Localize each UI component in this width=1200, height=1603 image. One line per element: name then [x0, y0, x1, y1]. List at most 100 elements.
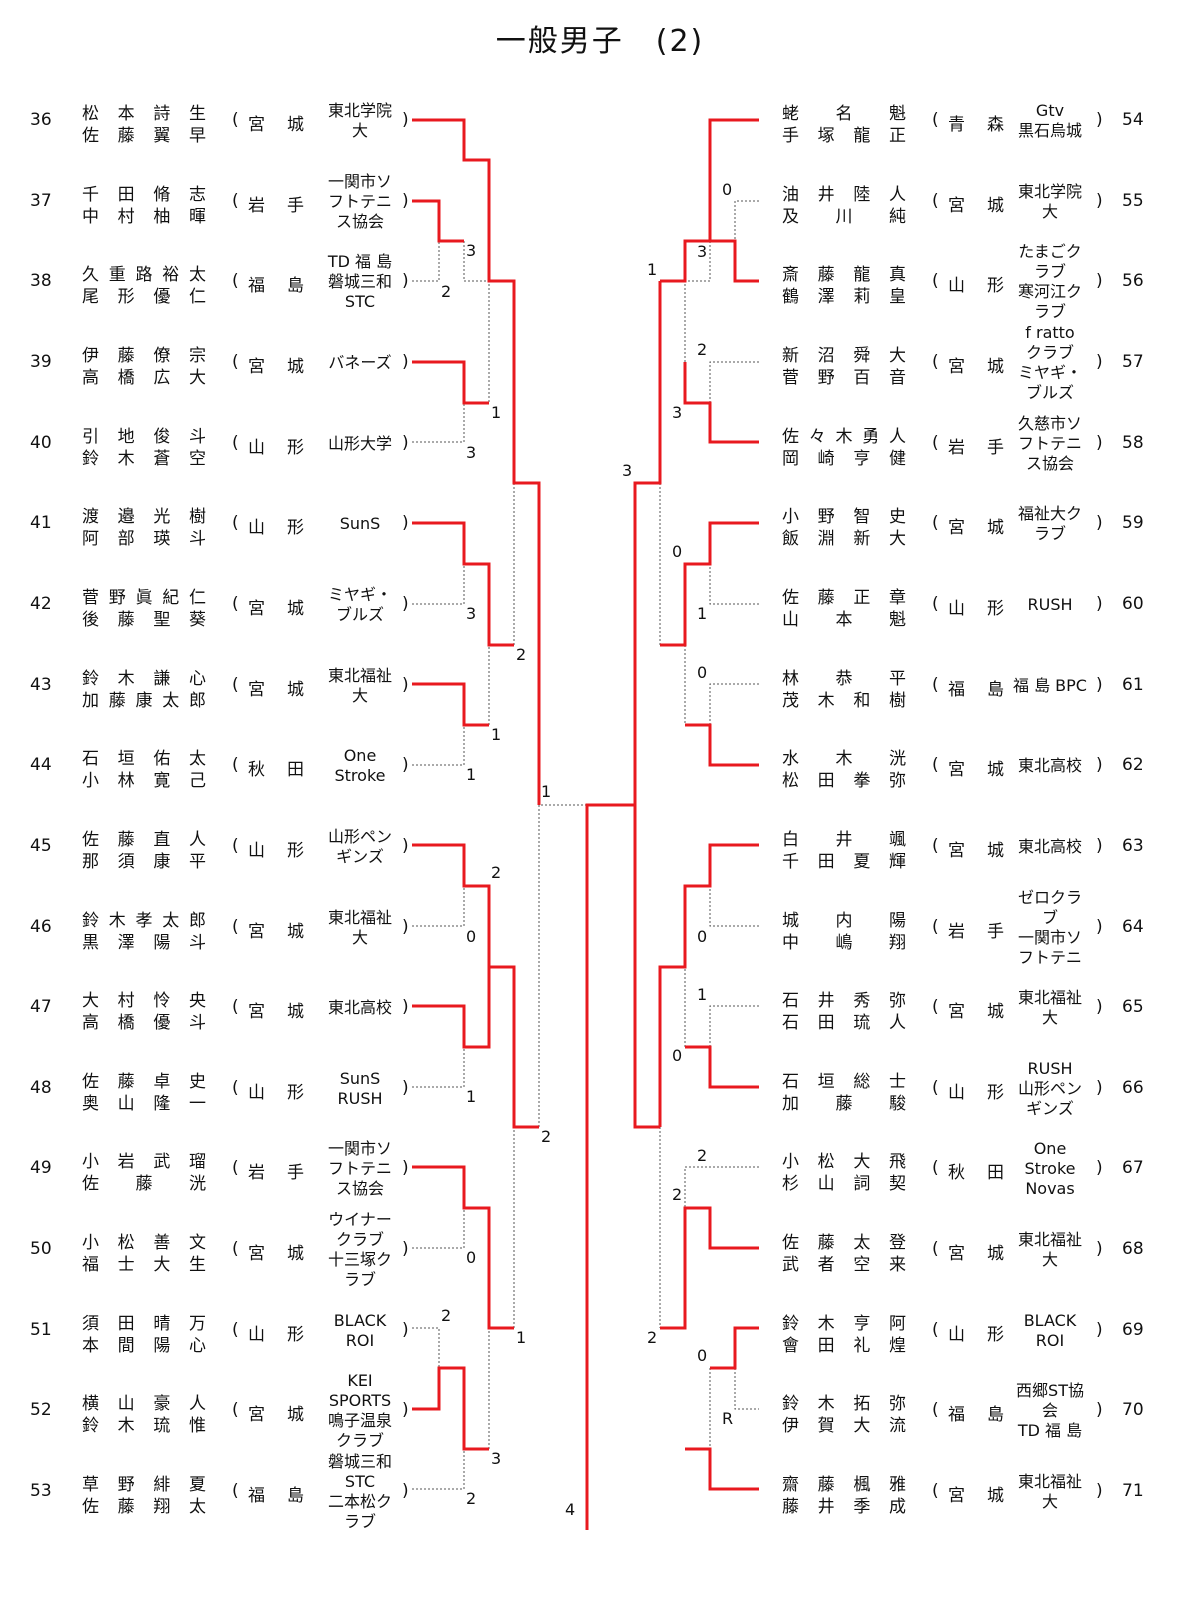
player-name: 小野智史: [782, 507, 906, 528]
prefecture: 岩手: [248, 195, 304, 216]
winner-line: [412, 118, 541, 805]
paren-open: (: [932, 997, 939, 1018]
winner-line: [683, 362, 759, 444]
prefecture: 宮城: [948, 1002, 1004, 1023]
paren-open: (: [232, 1319, 239, 1340]
club-line: 東北高校: [327, 998, 392, 1018]
club-line: One: [343, 746, 377, 766]
score-label: 1: [516, 1328, 526, 1347]
prefecture: 山形: [248, 1082, 304, 1103]
paren-close: ): [402, 351, 409, 372]
winner-line: [412, 967, 491, 1049]
paren-close: ): [1096, 513, 1103, 534]
prefecture: 山形: [948, 1082, 1004, 1103]
entry-number: 39: [30, 351, 52, 372]
player-name: 佐々木勇人: [782, 426, 906, 447]
club-name: ミヤギ・ブルズ: [322, 585, 398, 625]
prefecture: 山形: [248, 840, 304, 861]
player-name: 加藤康太郎: [82, 690, 206, 711]
player-name: 久重路裕太: [82, 265, 206, 286]
club-line: Novas: [1025, 1179, 1075, 1199]
player-name: 小林寛己: [82, 771, 206, 792]
score-label: 1: [697, 985, 707, 1004]
paren-close: ): [1096, 916, 1103, 937]
club-name: 東北福祉大: [322, 908, 398, 948]
paren-open: (: [232, 1400, 239, 1421]
loser-line: [659, 280, 686, 483]
club-line: ROI: [1035, 1330, 1065, 1350]
player-name: 佐藤直人: [82, 829, 206, 850]
player-name: 石田琉人: [782, 1013, 906, 1034]
winner-line: [660, 118, 759, 283]
prefecture: 宮城: [948, 840, 1004, 861]
score-label: 2: [516, 645, 526, 664]
player-name: 手塚龍正: [782, 126, 906, 146]
winner-line: [585, 803, 660, 1530]
paren-open: (: [232, 1239, 239, 1260]
prefecture: 宮城: [248, 1002, 304, 1023]
club-line: バネーズ: [328, 352, 392, 372]
score-label: 0: [697, 927, 707, 946]
prefecture: 宮城: [948, 195, 1004, 216]
club-line: 大: [1041, 201, 1058, 221]
paren-open: (: [932, 1400, 939, 1421]
score-label: 0: [672, 542, 682, 561]
score-label: 1: [647, 260, 657, 279]
player-name: 鈴木謙心: [82, 668, 206, 689]
score-label: 3: [622, 461, 632, 480]
club-line: 山形ペン: [1017, 1078, 1082, 1098]
player-name: 石井秀弥: [782, 991, 906, 1012]
entry-number: 63: [1122, 835, 1144, 856]
loser-line: [538, 804, 587, 1127]
score-label: 1: [491, 403, 501, 422]
paren-open: (: [232, 1077, 239, 1098]
player-name: 佐藤洸: [82, 1174, 206, 1195]
player-name: 杉山詞契: [782, 1174, 906, 1195]
prefecture: 福島: [248, 276, 304, 297]
score-label: 3: [697, 242, 707, 261]
loser-line: [412, 241, 440, 282]
club-line: 久慈市ソ: [1017, 413, 1082, 433]
paren-close: ): [1096, 593, 1103, 614]
paren-open: (: [932, 755, 939, 776]
club-line: 東北高校: [1017, 836, 1082, 856]
club-name: バネーズ: [322, 353, 398, 373]
club-line: ミヤギ・: [1017, 362, 1082, 382]
paren-close: ): [1096, 432, 1103, 453]
player-name: 福士大生: [82, 1255, 206, 1276]
club-line: 大: [351, 927, 368, 947]
score-label: 4: [565, 1500, 575, 1519]
club-line: ギンズ: [1026, 1098, 1074, 1118]
prefecture: 青森: [948, 115, 1004, 135]
player-name: 千田夏輝: [782, 851, 906, 872]
club-line: ゼロクラ: [1017, 887, 1082, 907]
club-line: 大: [1041, 1008, 1058, 1028]
paren-close: ): [402, 1158, 409, 1179]
entry-number: 69: [1122, 1319, 1144, 1340]
player-name: 松田拳弥: [782, 771, 906, 792]
paren-close: ): [1096, 835, 1103, 856]
prefecture: 福島: [948, 1405, 1004, 1426]
player-name: 菅野百音: [782, 367, 906, 388]
prefecture: 山形: [248, 518, 304, 539]
club-line: ラブ: [1033, 262, 1066, 282]
entry-number: 47: [30, 997, 52, 1018]
club-name: 山形ペンギンズ: [322, 827, 398, 867]
player-name: 黒澤陽斗: [82, 932, 206, 953]
entry-number: 41: [30, 513, 52, 534]
prefecture: 岩手: [248, 1163, 304, 1184]
score-label: 2: [697, 1146, 707, 1165]
club-name: 一関市ソフトテニス協会: [322, 1139, 398, 1199]
score-label: 1: [466, 1087, 476, 1106]
paren-close: ): [402, 271, 409, 292]
club-line: フトテニ: [1017, 433, 1082, 453]
club-line: クラブ: [335, 1431, 384, 1451]
club-name: 東北福祉大: [1012, 1230, 1088, 1270]
paren-close: ): [1096, 110, 1103, 130]
paren-open: (: [232, 513, 239, 534]
player-name: 小岩武瑠: [82, 1152, 206, 1173]
